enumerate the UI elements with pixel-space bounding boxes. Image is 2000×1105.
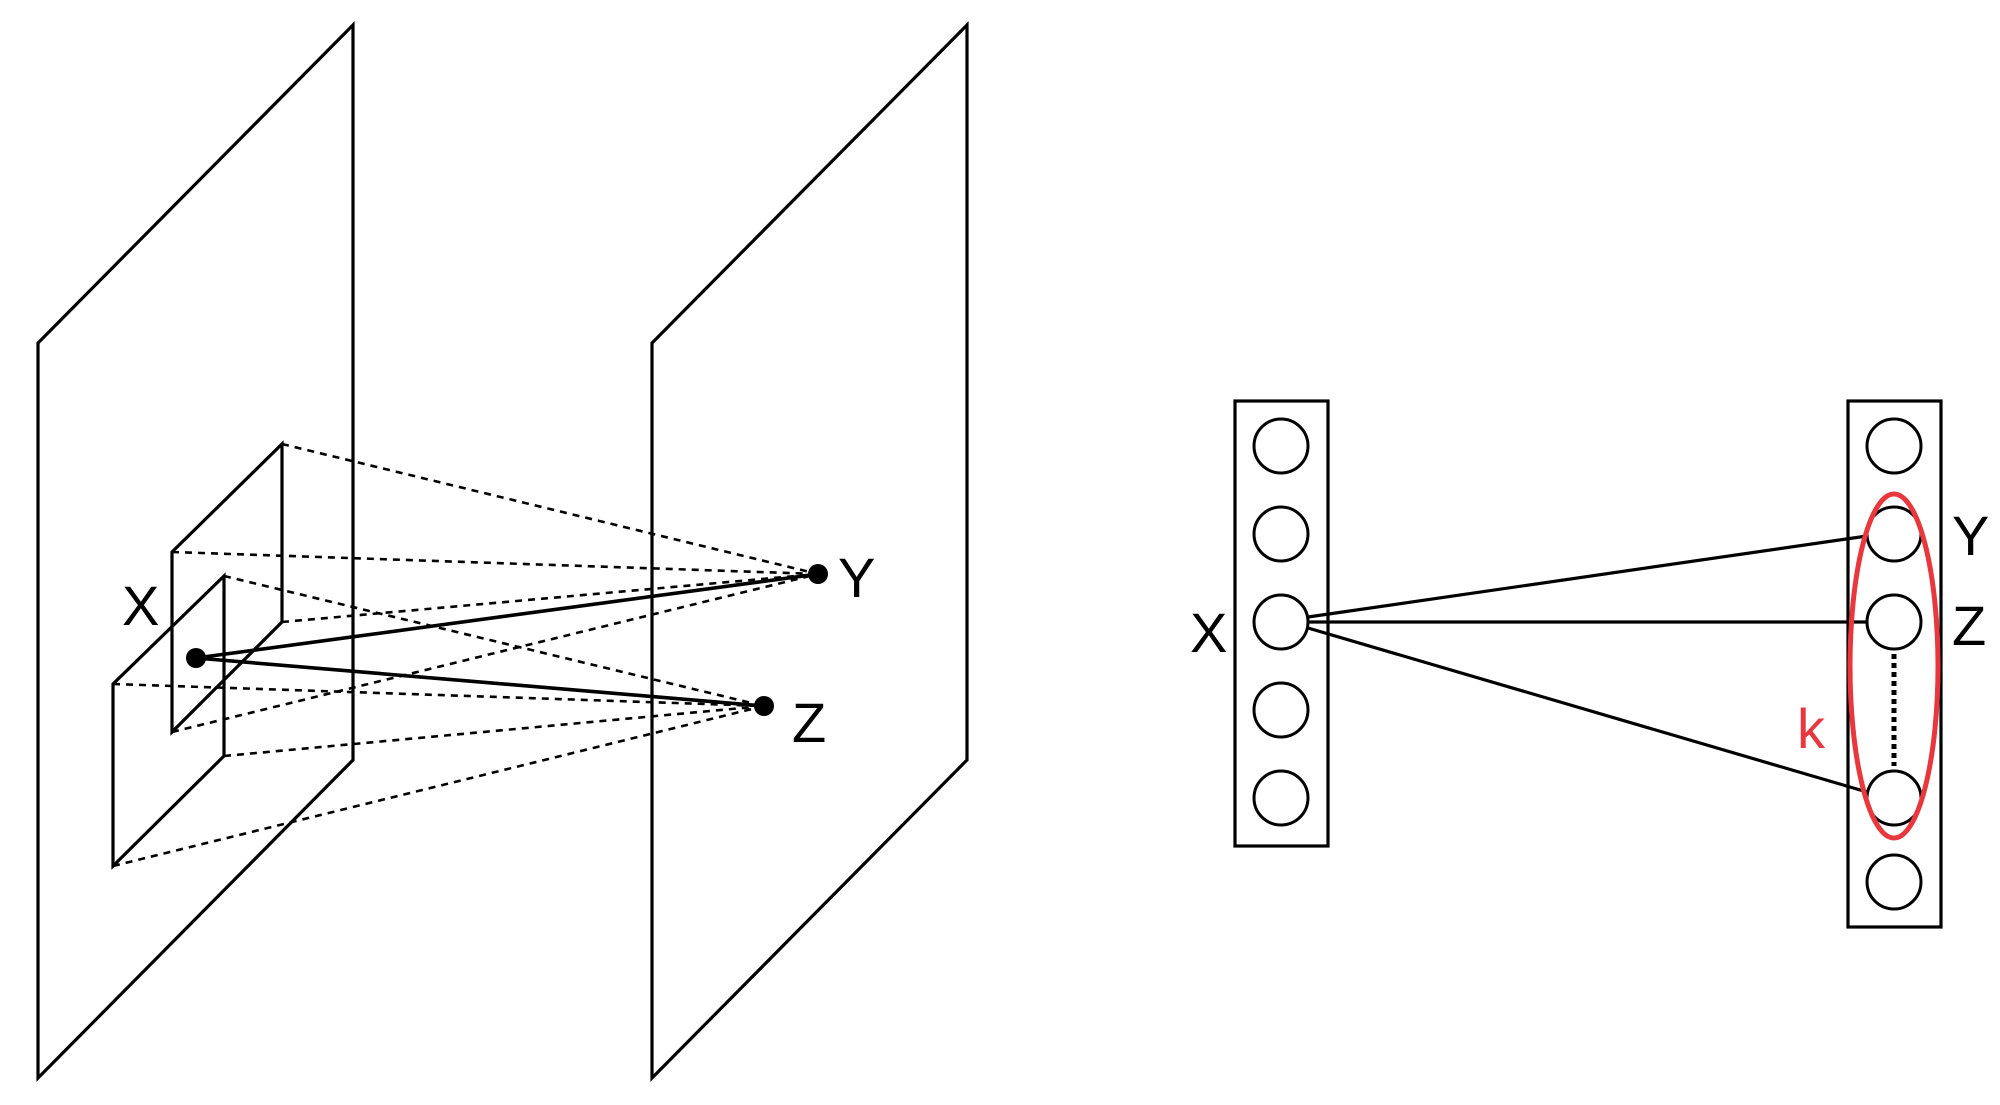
dashed-rays-to-z	[112, 574, 765, 868]
input-plane	[36, 21, 355, 1082]
dashed-rays-to-y	[171, 442, 819, 734]
left-label-x: X	[122, 574, 159, 637]
point-z	[754, 696, 774, 716]
point-y	[808, 564, 828, 584]
right-label-k: k	[1797, 697, 1826, 760]
input-neuron	[1252, 505, 1310, 563]
output-neurons	[1865, 417, 1923, 911]
input-neuron	[1252, 417, 1310, 475]
solid-ray-x-z	[195, 656, 765, 708]
output-plane	[650, 21, 969, 1082]
ray-y-2	[171, 550, 819, 576]
ray-z-1	[223, 574, 765, 708]
output-neuron	[1865, 417, 1923, 475]
ray-y-4	[281, 572, 819, 624]
connection-x-k	[1307, 626, 1868, 794]
input-neurons	[1252, 417, 1310, 827]
ray-y-3	[171, 572, 819, 734]
output-neuron	[1865, 853, 1923, 911]
kernel-group-ellipse	[1847, 491, 1941, 841]
left-3d-panel	[36, 21, 969, 1082]
input-neuron-x	[1252, 593, 1310, 651]
ray-y-1	[281, 442, 819, 576]
input-neuron	[1252, 769, 1310, 827]
ray-z-3	[223, 704, 765, 758]
receptive-patch-upper	[170, 440, 284, 736]
right-label-x: X	[1190, 601, 1227, 664]
connection-x-y	[1307, 534, 1868, 619]
input-neuron	[1252, 681, 1310, 739]
right-label-y: Y	[1952, 504, 1989, 567]
output-neuron-z	[1865, 593, 1923, 651]
point-x	[186, 648, 206, 668]
right-network-panel	[1233, 399, 1943, 929]
ray-z-4	[112, 704, 765, 868]
right-label-z: Z	[1952, 594, 1986, 657]
left-label-z: Z	[792, 691, 826, 754]
ray-z-2	[112, 682, 765, 708]
left-label-y: Y	[838, 546, 875, 609]
solid-ray-x-y	[195, 572, 819, 660]
